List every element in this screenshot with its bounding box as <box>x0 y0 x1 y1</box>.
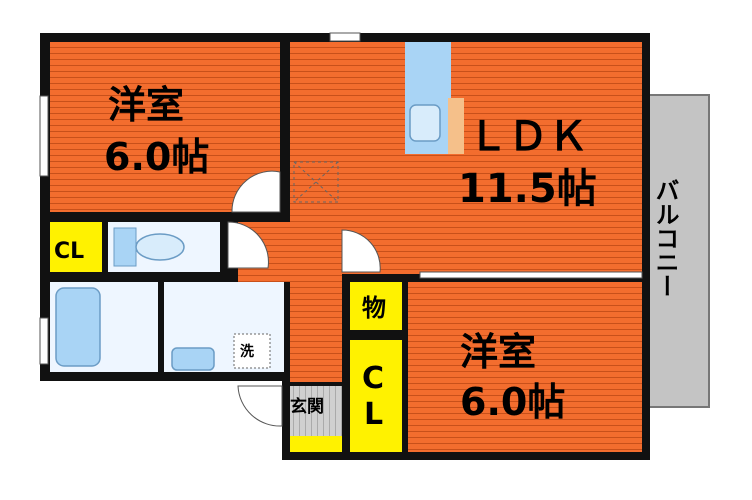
window-top <box>329 32 361 42</box>
bedroom-top-left-name: 洋室 <box>108 83 184 127</box>
toilet-icon <box>135 233 185 261</box>
closet-center-label-c: C <box>362 361 384 396</box>
ldk-name: ＬＤＫ <box>468 114 588 160</box>
sink-icon <box>409 104 441 142</box>
bedroom-top-left-size: 6.0帖 <box>104 135 209 179</box>
door-swings <box>227 170 381 427</box>
shoe-box <box>290 436 342 452</box>
entrance-label: 玄関 <box>290 396 324 417</box>
entrance <box>290 386 342 436</box>
window-left <box>39 95 49 177</box>
sliding-door <box>419 271 643 279</box>
bedroom-bottom-right <box>408 282 642 452</box>
storage-closet <box>350 282 402 330</box>
washer-label: 洗 <box>240 343 254 360</box>
closet-center-label-l: L <box>364 397 383 432</box>
kitchen-stove <box>448 98 464 154</box>
closet-center <box>350 340 402 452</box>
bedroom-bottom-right-name: 洋室 <box>460 330 536 374</box>
washbasin-icon <box>171 347 215 371</box>
bedroom-top-left <box>50 42 280 212</box>
washer-space <box>233 333 271 369</box>
storage-label: 物 <box>362 294 386 322</box>
bedroom-bottom-right-size: 6.0帖 <box>460 380 565 424</box>
closet-left-label: CL <box>54 239 84 264</box>
hallway-lower <box>290 222 342 382</box>
balcony-label: バルコニー <box>651 178 679 298</box>
closet-left <box>50 222 102 272</box>
window-bath <box>39 317 49 365</box>
bathtub-icon <box>55 287 101 367</box>
ldk-size: 11.5帖 <box>458 166 597 212</box>
